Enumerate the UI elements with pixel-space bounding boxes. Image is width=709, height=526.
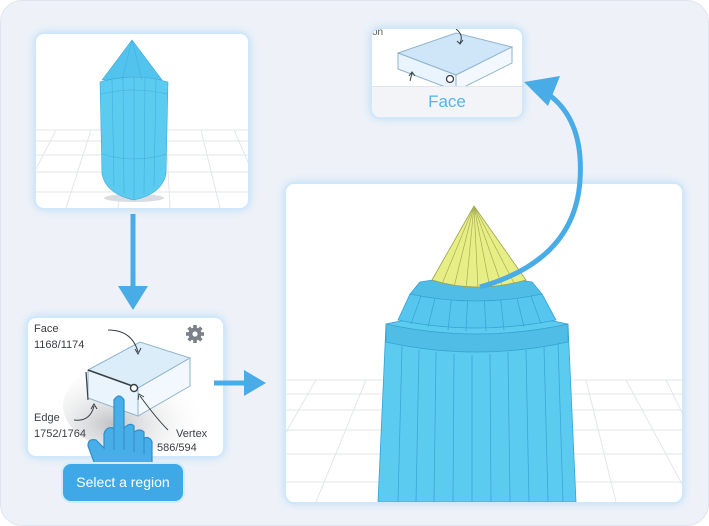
model-preview-scene <box>36 39 248 208</box>
face-thumbnail-cube <box>396 29 514 89</box>
vertex-label: Vertex <box>176 428 208 440</box>
viewport-scene <box>286 205 682 502</box>
selection-panel: Face 1168/1174 Edge 1752/1764 Vertex 586… <box>28 318 223 456</box>
face-mode-label[interactable]: Face <box>372 86 522 117</box>
gear-icon[interactable] <box>186 325 204 343</box>
vertex-count: 586/594 <box>157 442 197 454</box>
face-label: Face <box>34 323 59 335</box>
edge-label: Edge <box>34 412 60 424</box>
main-viewport[interactable] <box>286 184 682 502</box>
model-preview-card <box>36 34 248 208</box>
cut-label: on <box>372 29 384 38</box>
select-region-button[interactable]: Select a region <box>63 464 183 501</box>
face-thumbnail-card: on Face <box>372 29 522 117</box>
pencil-model-small <box>99 39 169 202</box>
pencil-model-large <box>377 205 577 502</box>
edge-count: 1752/1764 <box>34 428 86 440</box>
face-count: 1168/1174 <box>34 339 85 351</box>
